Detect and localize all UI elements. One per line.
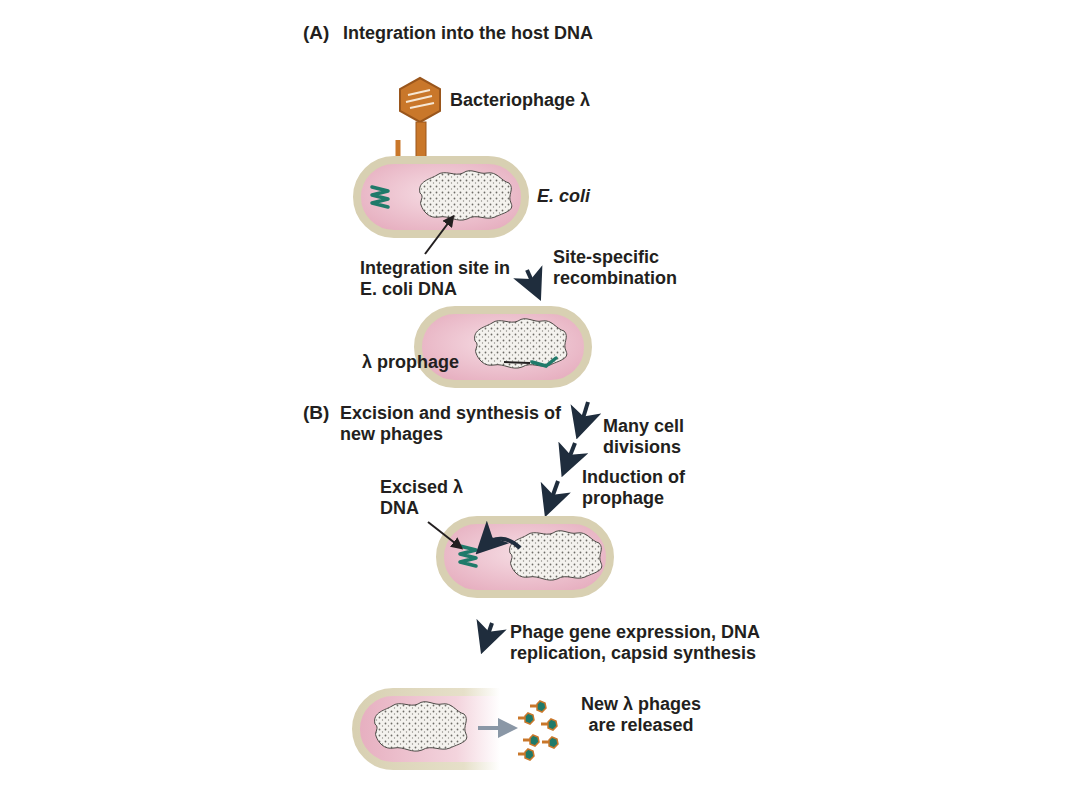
panel-heading: Integration into the host DNA: [343, 23, 663, 44]
panel-letter: (A): [303, 22, 343, 43]
panel-letter: (B): [303, 402, 343, 423]
panel-heading: Excision and synthesis of new phages: [340, 403, 572, 445]
ecoli-cell: [440, 520, 610, 594]
step-label: Site-specific recombination: [553, 247, 703, 289]
part-label: Bacteriophage λ: [450, 90, 650, 111]
part-label: Excised λ DNA: [380, 477, 475, 519]
ecoli-cell: [418, 310, 588, 384]
step-label: Induction of prophage: [582, 467, 712, 509]
part-label: λ prophage: [362, 352, 502, 373]
ecoli-cell: [357, 160, 525, 234]
lysing-cell: [356, 692, 558, 766]
part-label: New λ phages are released: [566, 694, 716, 736]
step-label: Many cell divisions: [603, 416, 713, 458]
part-label: Integration site in E. coli DNA: [360, 258, 510, 300]
step-label: Phage gene expression, DNA replication, …: [510, 622, 778, 664]
part-label: E. coli: [537, 186, 627, 207]
